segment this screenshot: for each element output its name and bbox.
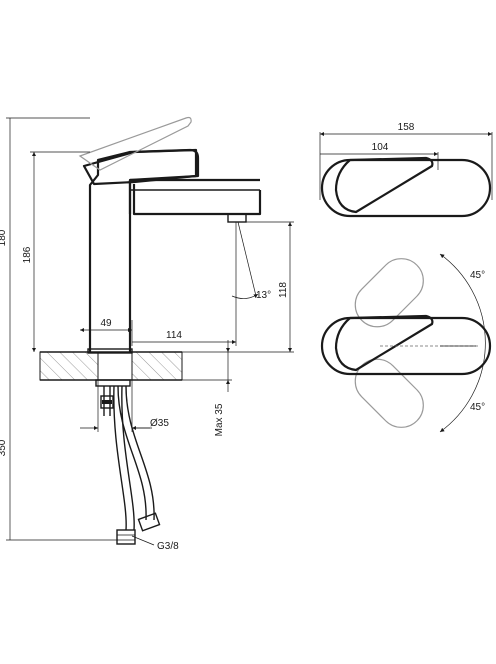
dim-158-label: 158 (398, 122, 415, 133)
countertop-section (39, 351, 183, 381)
dim-118-label: 118 (278, 282, 289, 298)
dim-104-label: 104 (372, 142, 389, 153)
dim-connection-label: G3/8 (157, 541, 179, 552)
lever-ghost (78, 116, 192, 171)
faucet-body (82, 148, 262, 352)
dim-spout-angle: 13° (231, 221, 271, 301)
dim-max-thickness: Max 35 (182, 340, 232, 436)
rotation-down-label: 45° (470, 402, 485, 413)
rotation-up-label: 45° (470, 270, 485, 281)
rotation-view: 45° 45° (320, 253, 492, 433)
mounting-hardware (95, 379, 161, 545)
dim-hole-diameter: Ø35 (80, 380, 169, 432)
base-flange (87, 348, 133, 354)
dim-118: 118 (182, 221, 294, 353)
dim-180: 180 (0, 117, 90, 352)
dim-114-label: 114 (166, 330, 182, 341)
dim-350-label: 350 (0, 439, 8, 456)
dim-max-thickness-label: Max 35 (214, 403, 225, 436)
dim-350: 350 (0, 352, 118, 541)
dim-hole-diameter-label: Ø35 (150, 418, 169, 429)
dim-180-label: 180 (0, 229, 8, 246)
dim-186: 186 (22, 151, 90, 352)
dim-186-label: 186 (22, 246, 33, 263)
dim-connection: G3/8 (131, 535, 179, 552)
top-view: 158 104 (319, 122, 493, 218)
dim-49-label: 49 (100, 318, 112, 329)
dim-reach: 49 114 (80, 300, 237, 346)
dim-spout-angle-label: 13° (256, 290, 271, 301)
side-view: 180 186 350 118 13° (0, 116, 294, 552)
